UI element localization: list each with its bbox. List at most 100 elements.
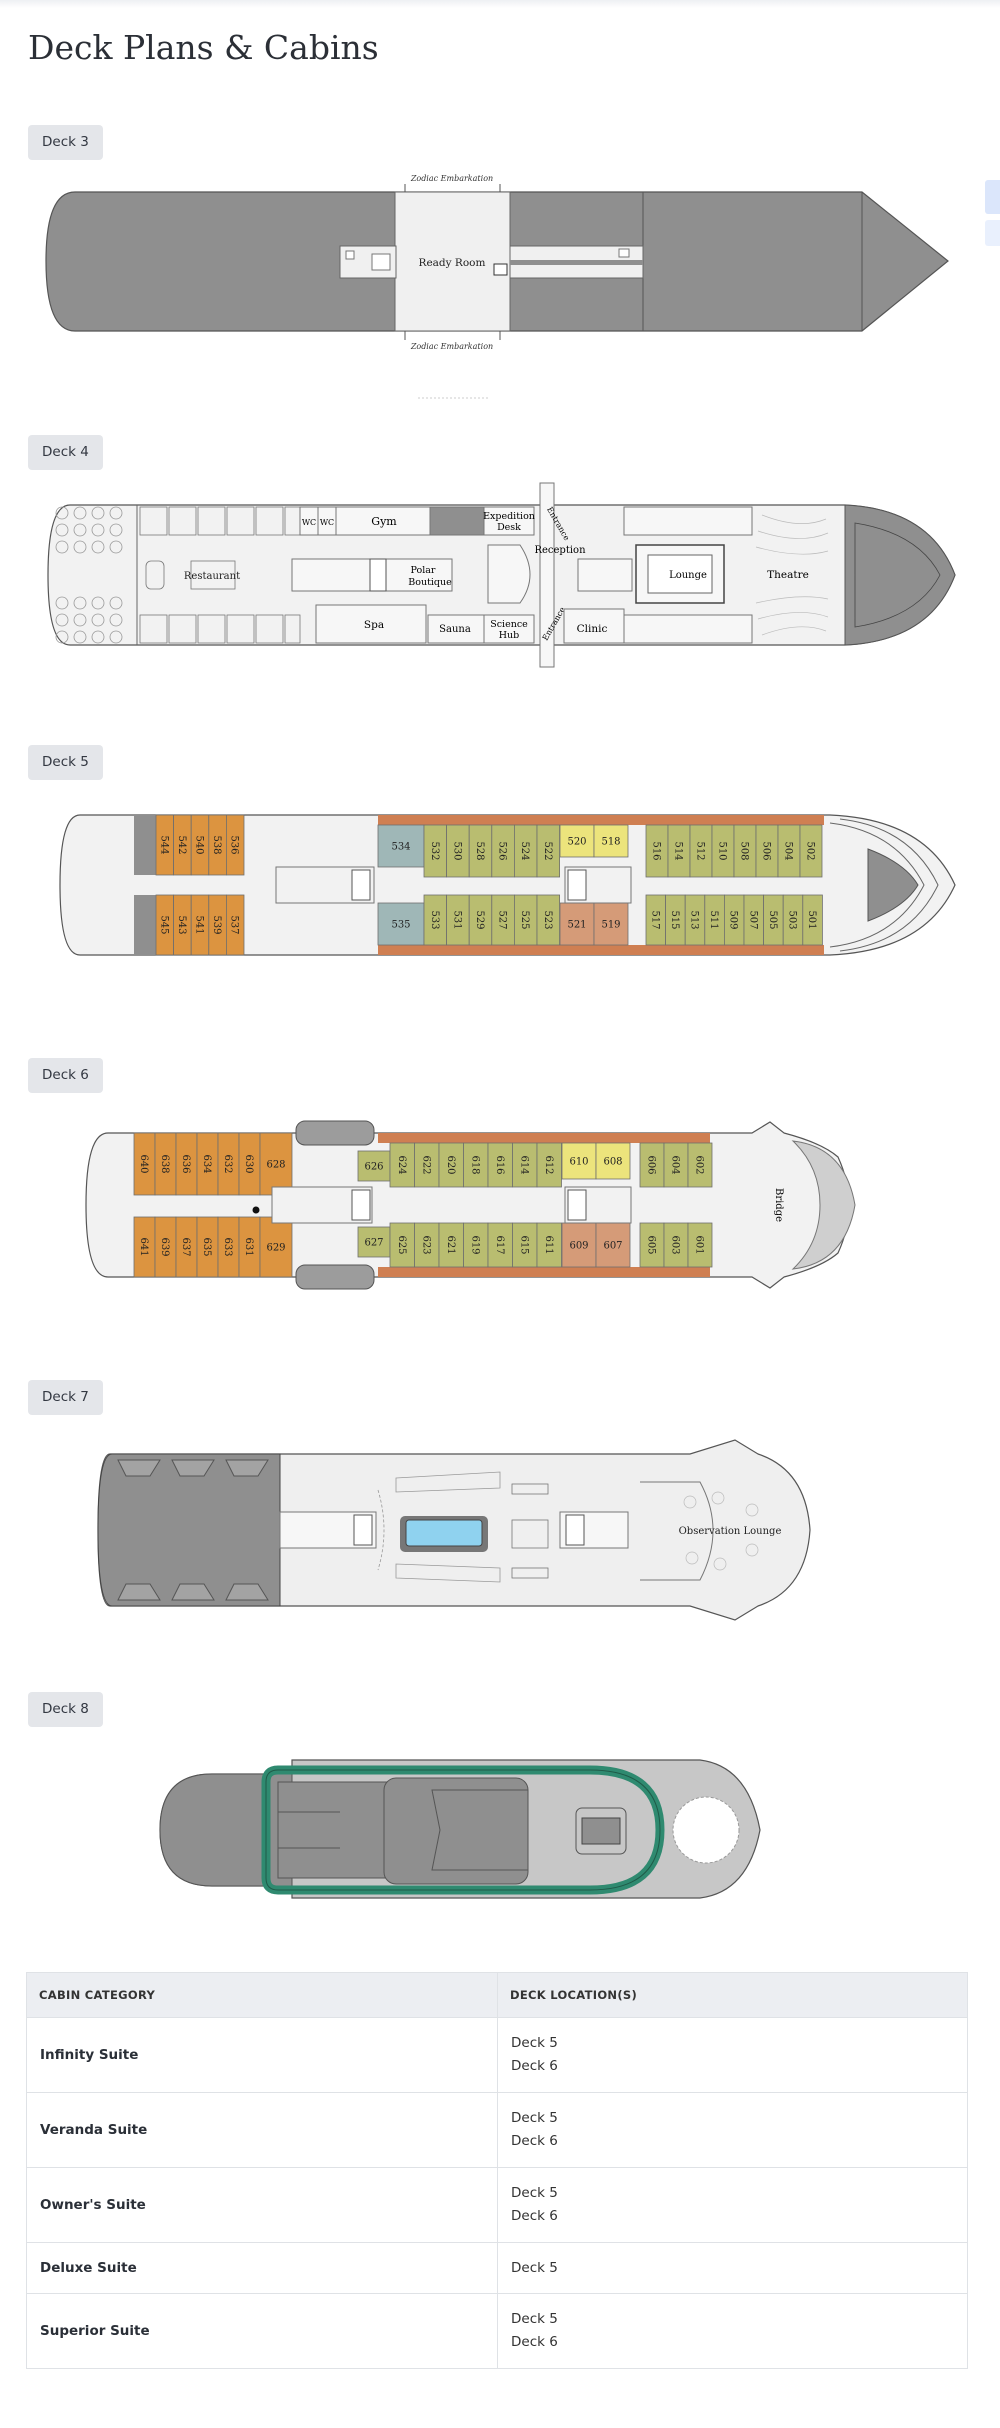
cabin-535[interactable]: 535 bbox=[377, 902, 425, 946]
cabin-639[interactable]: 639 bbox=[154, 1216, 177, 1278]
cabin-631[interactable]: 631 bbox=[238, 1216, 261, 1278]
cabin-502[interactable]: 502 bbox=[799, 824, 823, 878]
cabin-608[interactable]: 608 bbox=[595, 1142, 631, 1180]
cabin-602[interactable]: 602 bbox=[687, 1142, 713, 1188]
cabin-520[interactable]: 520 bbox=[559, 824, 595, 858]
cabin-510[interactable]: 510 bbox=[711, 824, 735, 878]
cabin-519[interactable]: 519 bbox=[593, 902, 629, 946]
cabin-509[interactable]: 509 bbox=[724, 894, 745, 946]
cabin-525[interactable]: 525 bbox=[514, 894, 538, 946]
cabin-607[interactable]: 607 bbox=[595, 1222, 631, 1268]
cabin-614[interactable]: 614 bbox=[512, 1142, 538, 1188]
cabin-617[interactable]: 617 bbox=[487, 1222, 513, 1268]
cabin-526[interactable]: 526 bbox=[491, 824, 515, 878]
cabin-543[interactable]: 543 bbox=[173, 894, 192, 956]
cabin-538[interactable]: 538 bbox=[208, 814, 227, 876]
cabin-638[interactable]: 638 bbox=[154, 1132, 177, 1196]
cabin-619[interactable]: 619 bbox=[463, 1222, 489, 1268]
cabin-636[interactable]: 636 bbox=[175, 1132, 198, 1196]
cabin-536[interactable]: 536 bbox=[225, 814, 245, 876]
cabin-number: 625 bbox=[396, 1235, 407, 1254]
cabin-618[interactable]: 618 bbox=[463, 1142, 489, 1188]
cabin-628[interactable]: 628 bbox=[259, 1132, 293, 1196]
cabin-518[interactable]: 518 bbox=[593, 824, 629, 858]
cabin-542[interactable]: 542 bbox=[173, 814, 192, 876]
cabin-number: 632 bbox=[222, 1154, 233, 1173]
cabin-531[interactable]: 531 bbox=[446, 894, 470, 946]
cabin-517[interactable]: 517 bbox=[645, 894, 667, 946]
cabin-637[interactable]: 637 bbox=[175, 1216, 198, 1278]
deck-8-label[interactable]: Deck 8 bbox=[28, 1692, 103, 1727]
cabin-601[interactable]: 601 bbox=[687, 1222, 713, 1268]
cabin-604[interactable]: 604 bbox=[663, 1142, 689, 1188]
cabin-513[interactable]: 513 bbox=[684, 894, 706, 946]
cabin-539[interactable]: 539 bbox=[208, 894, 227, 956]
cabin-606[interactable]: 606 bbox=[639, 1142, 665, 1188]
cabin-501[interactable]: 501 bbox=[802, 894, 823, 946]
cabin-529[interactable]: 529 bbox=[468, 894, 493, 946]
cabin-605[interactable]: 605 bbox=[639, 1222, 665, 1268]
cabin-615[interactable]: 615 bbox=[512, 1222, 538, 1268]
cabin-number: 602 bbox=[694, 1155, 705, 1174]
cabin-number: 610 bbox=[569, 1157, 588, 1168]
cabin-507[interactable]: 507 bbox=[743, 894, 765, 946]
cabin-626[interactable]: 626 bbox=[357, 1150, 391, 1182]
cabin-635[interactable]: 635 bbox=[196, 1216, 219, 1278]
deck-5-label[interactable]: Deck 5 bbox=[28, 745, 103, 780]
cabin-534[interactable]: 534 bbox=[377, 824, 425, 868]
cabin-640[interactable]: 640 bbox=[133, 1132, 156, 1196]
cabin-632[interactable]: 632 bbox=[217, 1132, 240, 1196]
cabin-630[interactable]: 630 bbox=[238, 1132, 261, 1196]
cabin-625[interactable]: 625 bbox=[389, 1222, 415, 1268]
cabin-506[interactable]: 506 bbox=[755, 824, 779, 878]
cabin-611[interactable]: 611 bbox=[536, 1222, 562, 1268]
cabin-530[interactable]: 530 bbox=[446, 824, 470, 878]
cabin-503[interactable]: 503 bbox=[782, 894, 804, 946]
cabin-622[interactable]: 622 bbox=[414, 1142, 440, 1188]
cabin-514[interactable]: 514 bbox=[667, 824, 691, 878]
cabin-522[interactable]: 522 bbox=[536, 824, 561, 878]
cabin-620[interactable]: 620 bbox=[438, 1142, 464, 1188]
cabin-610[interactable]: 610 bbox=[561, 1142, 597, 1180]
cabin-521[interactable]: 521 bbox=[559, 902, 595, 946]
cabin-533[interactable]: 533 bbox=[423, 894, 448, 946]
cabin-516[interactable]: 516 bbox=[645, 824, 669, 878]
cabin-532[interactable]: 532 bbox=[423, 824, 448, 878]
cabin-627[interactable]: 627 bbox=[357, 1226, 391, 1258]
cabin-505[interactable]: 505 bbox=[763, 894, 784, 946]
deck-7-label[interactable]: Deck 7 bbox=[28, 1380, 103, 1415]
spa-label: Spa bbox=[364, 619, 384, 631]
deck-4-label[interactable]: Deck 4 bbox=[28, 435, 103, 470]
cabin-633[interactable]: 633 bbox=[217, 1216, 240, 1278]
cabin-641[interactable]: 641 bbox=[133, 1216, 156, 1278]
cabin-621[interactable]: 621 bbox=[438, 1222, 464, 1268]
cabin-number: 635 bbox=[201, 1237, 212, 1256]
cabin-545[interactable]: 545 bbox=[155, 894, 175, 956]
side-tab[interactable] bbox=[985, 220, 1000, 246]
cabin-612[interactable]: 612 bbox=[536, 1142, 562, 1188]
cabin-623[interactable]: 623 bbox=[414, 1222, 440, 1268]
cabin-537[interactable]: 537 bbox=[225, 894, 245, 956]
cabin-528[interactable]: 528 bbox=[468, 824, 493, 878]
cabin-512[interactable]: 512 bbox=[689, 824, 713, 878]
cabin-629[interactable]: 629 bbox=[259, 1216, 293, 1278]
cabin-523[interactable]: 523 bbox=[536, 894, 561, 946]
cabin-544[interactable]: 544 bbox=[155, 814, 175, 876]
cabin-624[interactable]: 624 bbox=[389, 1142, 415, 1188]
cabin-524[interactable]: 524 bbox=[514, 824, 538, 878]
cabin-609[interactable]: 609 bbox=[561, 1222, 597, 1268]
cabin-511[interactable]: 511 bbox=[704, 894, 725, 946]
cabin-527[interactable]: 527 bbox=[491, 894, 515, 946]
cabin-616[interactable]: 616 bbox=[487, 1142, 513, 1188]
cabin-634[interactable]: 634 bbox=[196, 1132, 219, 1196]
cabin-603[interactable]: 603 bbox=[663, 1222, 689, 1268]
cabin-540[interactable]: 540 bbox=[190, 814, 210, 876]
cabin-541[interactable]: 541 bbox=[190, 894, 210, 956]
deck-3-label[interactable]: Deck 3 bbox=[28, 125, 103, 160]
cabin-508[interactable]: 508 bbox=[733, 824, 757, 878]
side-tab[interactable] bbox=[985, 180, 1000, 214]
cabin-515[interactable]: 515 bbox=[665, 894, 686, 946]
cabin-number: 639 bbox=[159, 1237, 170, 1256]
deck-6-label[interactable]: Deck 6 bbox=[28, 1058, 103, 1093]
cabin-504[interactable]: 504 bbox=[777, 824, 801, 878]
